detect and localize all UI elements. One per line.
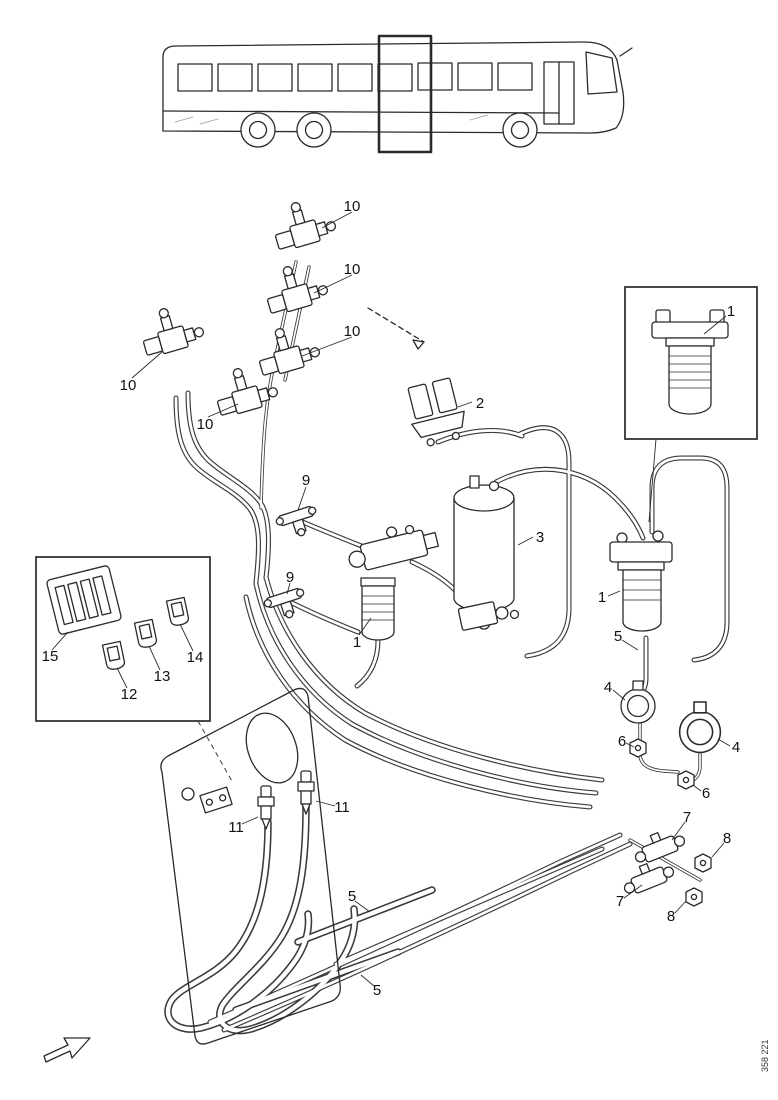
elbow-6a bbox=[629, 738, 647, 758]
callout-2: 2 bbox=[476, 395, 484, 412]
callout-10e: 10 bbox=[197, 416, 214, 433]
callout-7b: 7 bbox=[616, 893, 624, 910]
callout-11a: 11 bbox=[228, 819, 244, 836]
clip-14 bbox=[165, 596, 191, 628]
solenoid-valve-10d bbox=[135, 299, 207, 359]
direction-dashed-arrow bbox=[367, 307, 425, 343]
callout-8a: 8 bbox=[723, 830, 731, 847]
callout-5-right: 5 bbox=[614, 628, 622, 645]
orientation-arrow bbox=[43, 1037, 91, 1063]
fitting-8b bbox=[685, 887, 703, 907]
filter-right bbox=[609, 530, 673, 632]
grommet-plate-15 bbox=[46, 565, 122, 635]
clip-12 bbox=[101, 640, 127, 672]
filter-center bbox=[360, 577, 396, 641]
callout-15: 15 bbox=[42, 648, 59, 665]
callout-9a: 9 bbox=[302, 472, 310, 489]
callout-3: 3 bbox=[536, 529, 544, 546]
callout-1-right: 1 bbox=[598, 589, 606, 606]
clamp-4a bbox=[620, 680, 656, 724]
callout-11b: 11 bbox=[334, 799, 350, 816]
callout-10b: 10 bbox=[344, 261, 361, 278]
solenoid-valve-10c bbox=[251, 319, 323, 379]
callout-1-center: 1 bbox=[353, 634, 361, 651]
clamp-4b bbox=[678, 701, 722, 754]
callout-14: 14 bbox=[187, 649, 204, 666]
callout-4b: 4 bbox=[732, 739, 740, 756]
detail-box-clips-pointer bbox=[197, 720, 234, 784]
sensor-11b bbox=[297, 770, 315, 815]
callout-4a: 4 bbox=[604, 679, 612, 696]
callout-1-detail: 1 bbox=[727, 303, 735, 320]
leader-lines bbox=[51, 211, 731, 987]
callout-10c: 10 bbox=[344, 323, 361, 340]
detail-box-filter bbox=[624, 286, 758, 440]
callout-5a: 5 bbox=[348, 888, 356, 905]
callout-6b: 6 bbox=[702, 785, 710, 802]
callout-12: 12 bbox=[121, 686, 138, 703]
callout-8b: 8 bbox=[667, 908, 675, 925]
clip-13 bbox=[133, 618, 159, 650]
callout-7a: 7 bbox=[683, 809, 691, 826]
bus-drawing bbox=[162, 41, 633, 148]
bracket-part-2 bbox=[407, 377, 465, 447]
elbow-6b bbox=[677, 770, 695, 790]
solenoid-valve-10a bbox=[267, 193, 339, 253]
callout-10d: 10 bbox=[120, 377, 137, 394]
highlight-box bbox=[377, 34, 433, 154]
detail-box-clips bbox=[35, 556, 211, 722]
tee-fitting-9a bbox=[274, 504, 323, 543]
fitting-8a bbox=[694, 853, 712, 873]
callout-13: 13 bbox=[154, 668, 171, 685]
manifold bbox=[348, 524, 440, 571]
callout-9b: 9 bbox=[286, 569, 294, 586]
callout-5b: 5 bbox=[373, 982, 381, 999]
mounting-panel bbox=[160, 687, 341, 1045]
protection-valve bbox=[457, 601, 520, 631]
callout-10a: 10 bbox=[344, 198, 361, 215]
callout-labels: 10 10 10 10 10 2 1 9 3 9 1 5 1 4 6 4 15 … bbox=[42, 198, 741, 999]
drawing-number: 358 221 bbox=[760, 1039, 770, 1072]
fuel-filter-detail bbox=[651, 309, 729, 415]
detail-box-filter-pointer bbox=[648, 438, 657, 523]
callout-6a: 6 bbox=[618, 733, 626, 750]
dashed-arrowhead bbox=[412, 339, 425, 350]
